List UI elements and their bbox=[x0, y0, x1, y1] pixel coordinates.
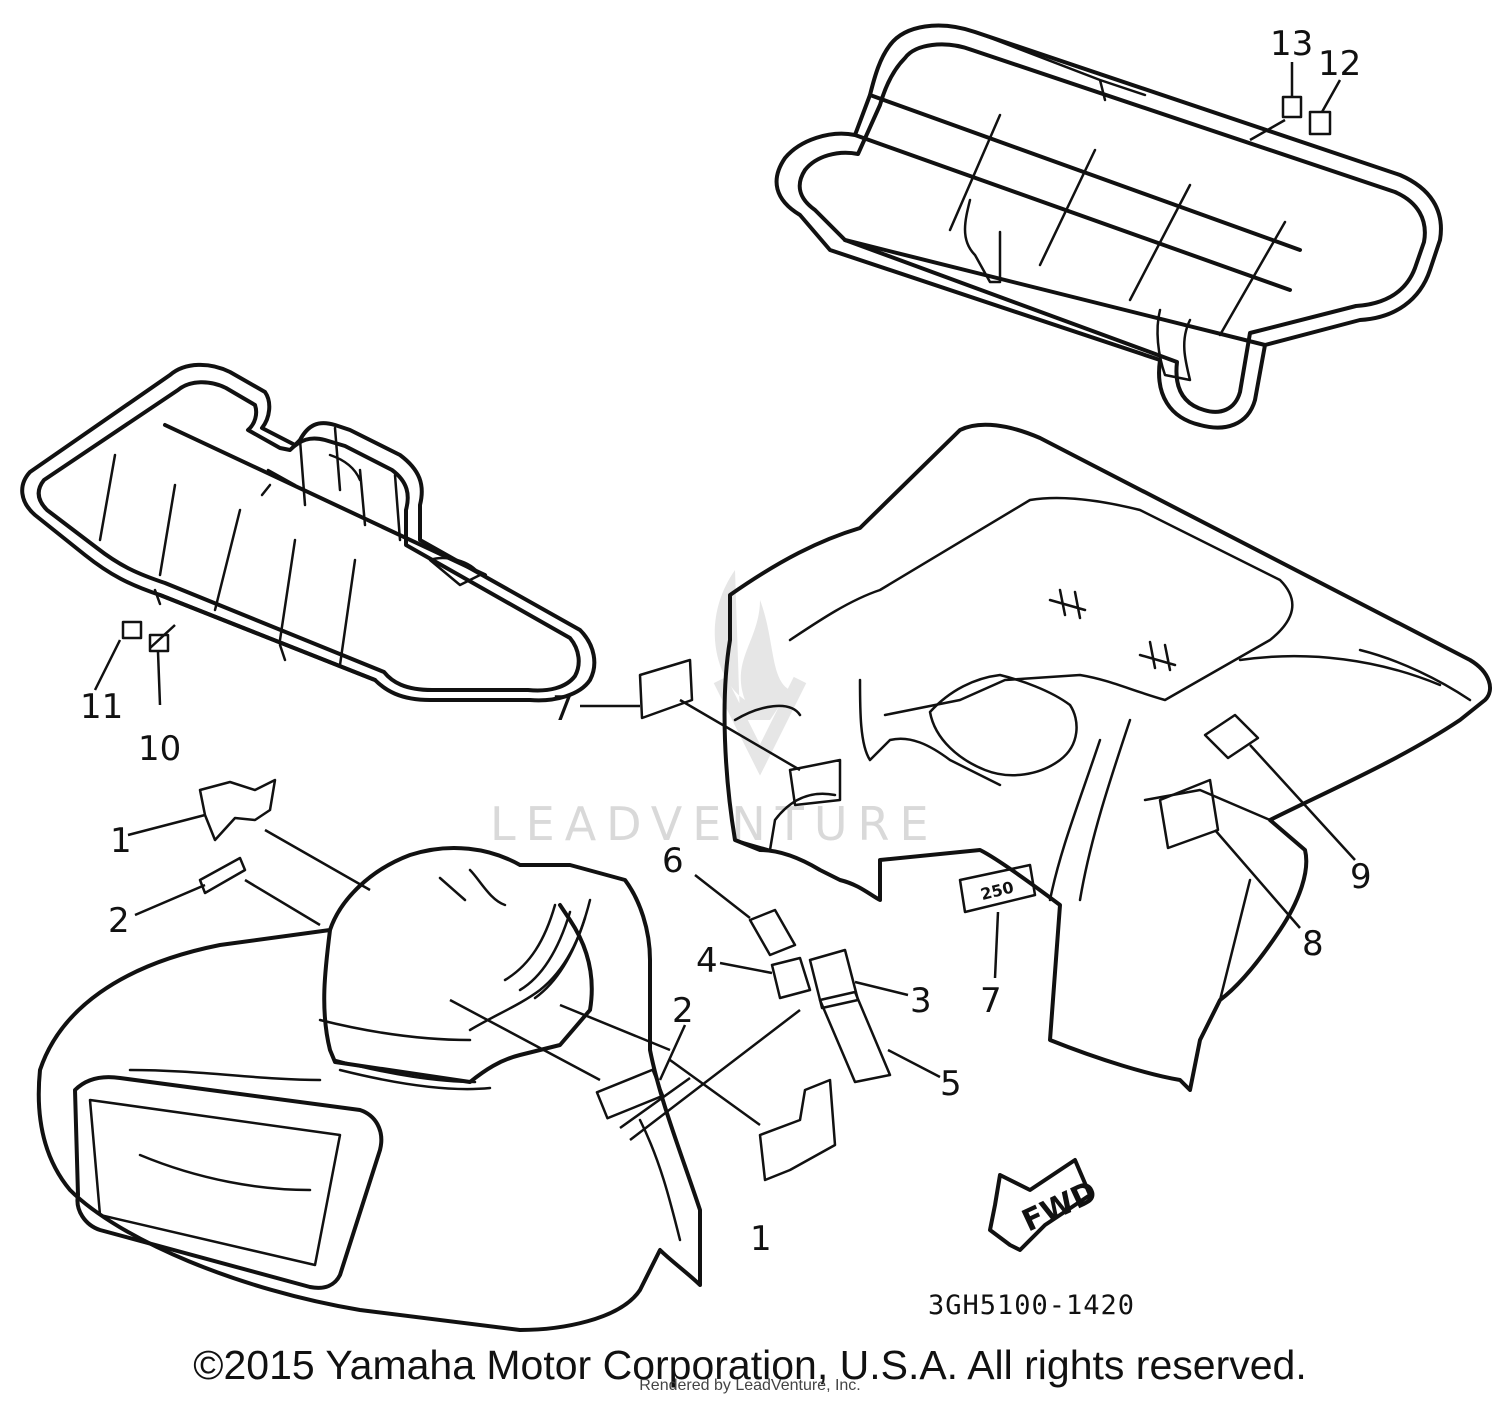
decal-12 bbox=[1308, 110, 1332, 136]
decal-6 bbox=[748, 908, 797, 957]
copyright-notice: ©2015 Yamaha Motor Corporation, U.S.A. A… bbox=[193, 1342, 1307, 1388]
decal-2-front-top bbox=[198, 856, 247, 895]
callout-6: 6 bbox=[662, 841, 684, 881]
front-carrier bbox=[20, 362, 597, 703]
callout-2-left: 2 bbox=[108, 901, 130, 941]
decal-2-brand bbox=[595, 1068, 665, 1120]
callout-labels: 1 2 2 1 3 4 5 6 7 7 8 9 10 11 12 13 bbox=[80, 24, 1372, 1259]
decal-1-emblem bbox=[758, 1078, 837, 1182]
callout-8: 8 bbox=[1302, 924, 1324, 964]
decal-3 bbox=[808, 948, 860, 1010]
decal-7-side bbox=[638, 658, 694, 720]
decal-10 bbox=[148, 633, 170, 653]
callout-5: 5 bbox=[940, 1064, 962, 1104]
diagram-code: 3GH5100-1420 bbox=[928, 1290, 1135, 1321]
callout-2-right: 2 bbox=[672, 991, 694, 1031]
callout-9: 9 bbox=[1350, 857, 1372, 897]
decal-7-emblem bbox=[958, 863, 1037, 914]
rear-carrier bbox=[774, 23, 1443, 430]
decal-9 bbox=[1203, 713, 1260, 760]
leader-lines bbox=[93, 62, 1356, 1141]
callout-11: 11 bbox=[80, 687, 123, 727]
callout-1-top: 1 bbox=[110, 821, 132, 861]
front-fender bbox=[36, 845, 702, 1332]
callout-3: 3 bbox=[910, 981, 932, 1021]
callout-12: 12 bbox=[1318, 44, 1361, 84]
callout-13: 13 bbox=[1270, 24, 1313, 64]
decal-1-front-top bbox=[198, 778, 277, 842]
callout-4: 4 bbox=[696, 941, 718, 981]
watermark-text: LEADVENTURE bbox=[490, 797, 939, 851]
callout-7-left: 7 bbox=[552, 689, 574, 729]
fwd-arrow-icon: FWD bbox=[988, 1158, 1103, 1252]
fwd-label: FWD bbox=[1017, 1174, 1103, 1239]
callout-10: 10 bbox=[138, 729, 181, 769]
rear-fender bbox=[722, 422, 1492, 1092]
decal-8 bbox=[1158, 778, 1220, 850]
decals: 250 bbox=[121, 95, 1332, 1182]
decal-4 bbox=[770, 956, 812, 1000]
rendered-by-notice: Rendered by LeadVenture, Inc. bbox=[639, 1377, 861, 1394]
decal-5 bbox=[818, 990, 892, 1084]
decal-11 bbox=[121, 620, 143, 640]
callout-7-right: 7 bbox=[980, 981, 1002, 1021]
decal-13 bbox=[1281, 95, 1303, 119]
callout-1-bottom: 1 bbox=[750, 1219, 772, 1259]
